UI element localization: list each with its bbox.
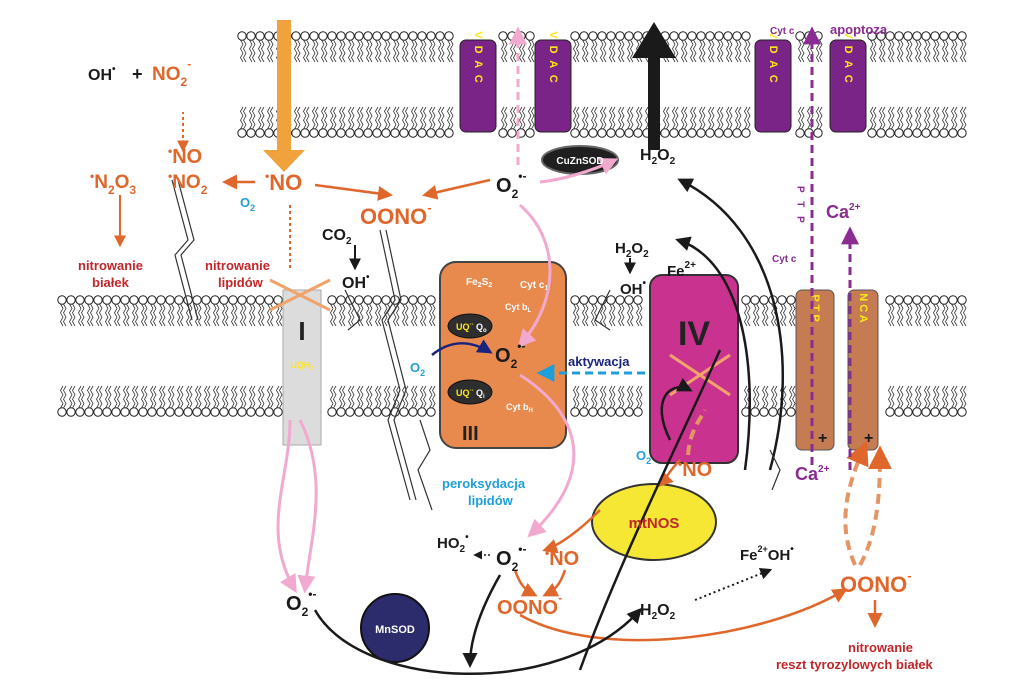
inhibition-cross-1 [269, 278, 331, 312]
nitrowanie-lipidow-line1: nitrowanie [205, 258, 270, 273]
nitrowanie-bialek-line2: białek [92, 275, 130, 290]
inner-membrane [57, 295, 967, 417]
peroxidation-zigzags [171, 179, 781, 511]
qi-site [447, 379, 493, 405]
h2o2-bottom: H2O2 [640, 602, 676, 622]
ptp-box [795, 289, 835, 451]
fe2plus-label: Fe2+ [667, 260, 696, 280]
peroksydacja-line1: peroksydacja [442, 476, 526, 491]
vdac-1 [459, 39, 497, 133]
vdac-label-3: V D A C [767, 31, 779, 85]
transporters: P T P N C A [795, 289, 879, 451]
plus-sign: + [132, 64, 143, 84]
oh-radical-mid: OH• [342, 272, 370, 292]
arrows [114, 26, 892, 676]
n2o3: •N2O3 [90, 169, 136, 197]
big-arrows [263, 20, 676, 172]
plus-right: + [864, 430, 873, 447]
vdac-label-2: V D A C [547, 31, 559, 85]
mtnos-label: mtNOS [629, 515, 680, 532]
o2-superoxide-top: O2•- [496, 169, 526, 201]
nitrowanie-lipidow-line2: lipidów [218, 275, 264, 290]
ho2-label: HO2• [437, 532, 469, 555]
no-c4: •NO [678, 457, 712, 481]
no-bottom: •NO [545, 546, 579, 570]
cytbh-label: Cyt bH [506, 402, 533, 414]
o2-c3: O2•- [495, 339, 525, 371]
uq-qi-label: UQ·- Qi [456, 388, 485, 400]
plus-left: + [818, 430, 827, 447]
fe2s2-label: Fe2S2 [466, 277, 492, 289]
oono-top: OONO- [360, 200, 432, 229]
complex-1-body [282, 289, 322, 446]
oh-radical-top: OH• [88, 64, 116, 84]
h2o2-top: H2O2 [640, 147, 676, 167]
fe-oh-bottom: Fe2+OH• [740, 544, 794, 564]
nca-box-label: N C A [857, 293, 869, 323]
o2-blue-c3: O2 [410, 360, 425, 378]
vdac-channels: V D A C V D A C V D A C V D A C [459, 31, 867, 133]
vdac-3 [754, 39, 792, 133]
no-main: •NO [265, 169, 302, 195]
no2-mid: •NO2 [168, 169, 208, 197]
peroksydacja-line2: lipidów [468, 493, 514, 508]
species-labels: OH• + NO2- •NO •N2O3 •NO2 •NO O2 OONO- O… [78, 22, 934, 672]
apoptoza-label: apoptoza [830, 22, 888, 37]
big-orange-arrow [263, 20, 305, 172]
oh-fe-label: OH• [620, 278, 647, 298]
vdac-label-1: V D A C [472, 31, 484, 85]
co2-label: CO2 [322, 227, 352, 247]
complex-1: I UQH2 [269, 278, 331, 446]
o2-blue-c4: O2 [636, 448, 651, 466]
vdac-2 [534, 39, 572, 133]
uq-qo-label: UQ·- Qo [456, 322, 487, 334]
cytc-mid: Cyt c [772, 254, 797, 265]
nitrowanie-tyr-line1: nitrowanie [848, 640, 913, 655]
nitrowanie-tyr-line2: reszt tyrozylowych białek [776, 657, 934, 672]
complex-4: IV [649, 274, 739, 464]
vdac-label-4: V D A C [842, 31, 854, 85]
oono-bottom: OONO- [497, 591, 562, 619]
ca-bottom: Ca2+ [795, 464, 830, 484]
o2-blue-left: O2 [240, 195, 255, 213]
complex-4-body [649, 274, 739, 464]
cytc1-label: Cyt c1 [520, 280, 548, 292]
big-black-arrow [632, 22, 676, 150]
no-mid: •NO [168, 144, 202, 168]
mtnos-ellipse [591, 483, 717, 561]
complex-3: Fe2S2 Cyt c1 Cyt bL UQ·- Qo UQ·- Qi Cyt … [439, 261, 567, 449]
h2o2-mid: H2O2 [615, 240, 649, 260]
uqh2-label: UQH2 [290, 360, 314, 372]
complex-3-label: III [462, 423, 479, 445]
complex-4-label: IV [678, 315, 710, 353]
o2-bottom-left: O2•- [286, 587, 316, 619]
oono-right: OONO- [840, 568, 912, 597]
ptp-vertical-label: P T P [795, 186, 806, 226]
mnsod-label: MnSOD [375, 624, 415, 636]
cytc-top: Cyt c [770, 26, 795, 37]
ca-top: Ca2+ [826, 202, 861, 222]
no2-top: NO2- [152, 57, 191, 89]
aktywacja-label: aktywacja [568, 354, 630, 369]
complex-1-label: I [298, 316, 305, 346]
mnsod-circle [360, 593, 430, 663]
nitrowanie-bialek-line1: nitrowanie [78, 258, 143, 273]
o2-bottom-mid: O2•- [496, 542, 526, 574]
cytbl-label: Cyt bL [505, 302, 532, 314]
cuznsod-label: CuZnSOD [556, 156, 603, 167]
qo-site [447, 313, 493, 339]
vdac-4 [829, 39, 867, 133]
